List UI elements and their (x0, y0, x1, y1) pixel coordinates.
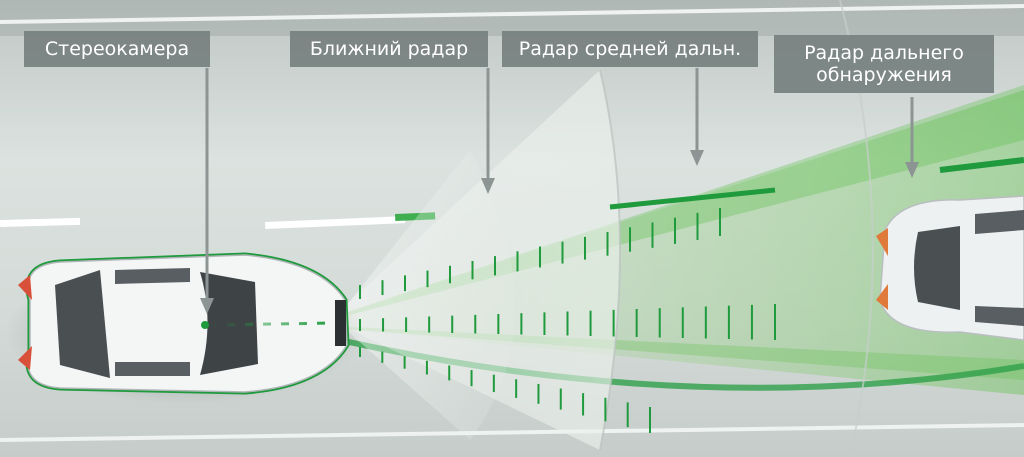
label-mid-range-radar: Радар средней дальн. (502, 31, 758, 67)
ego-car-taillight (18, 275, 32, 300)
label-short-range-radar: Ближний радар (290, 31, 488, 67)
label-long-range-radar-line2: обнаружения (816, 64, 952, 86)
short-range-radar-pointer-head (481, 178, 495, 194)
lane-marking (265, 216, 406, 229)
label-long-range-radar-line1: Радар дальнего (804, 42, 964, 64)
target-car-side-window (975, 210, 1024, 234)
ego-car-side-window (115, 268, 190, 284)
target-car-rear-window (914, 226, 960, 310)
stereo-camera-pointer-head (200, 298, 214, 314)
label-mid-range-radar-text: Радар средней дальн. (518, 38, 742, 60)
ego-car-taillight (18, 346, 32, 370)
label-long-range-radar: Радар дальнего обнаружения (774, 35, 994, 93)
ego-car-side-window (115, 362, 190, 376)
target-car-taillight (876, 228, 888, 256)
ego-car-rear-window (55, 270, 110, 378)
mid-range-radar-pointer-head (690, 150, 704, 166)
long-range-radar-pointer-head (905, 162, 919, 178)
label-pointers (200, 68, 919, 314)
target-car-side-window (975, 306, 1024, 326)
long-range-target-bar (939, 157, 1024, 173)
mid-range-arc (599, 69, 621, 451)
label-stereo-camera-text: Стереокамера (44, 38, 190, 60)
target-car (876, 195, 1024, 341)
short-range-radar-beam (335, 150, 515, 440)
ego-car (18, 252, 350, 395)
stereo-camera-axis (208, 321, 336, 327)
lane-marking (0, 217, 81, 227)
target-car-taillight (876, 284, 888, 310)
label-stereo-camera: Стереокамера (24, 31, 210, 67)
mid-range-target-bar (609, 187, 776, 210)
label-short-range-radar-text: Ближний радар (309, 38, 469, 60)
ego-car-front-grille (335, 300, 346, 346)
road-top-edge (0, 4, 1024, 24)
stereo-camera-point (201, 321, 209, 329)
road-bottom-edge (0, 423, 1024, 442)
